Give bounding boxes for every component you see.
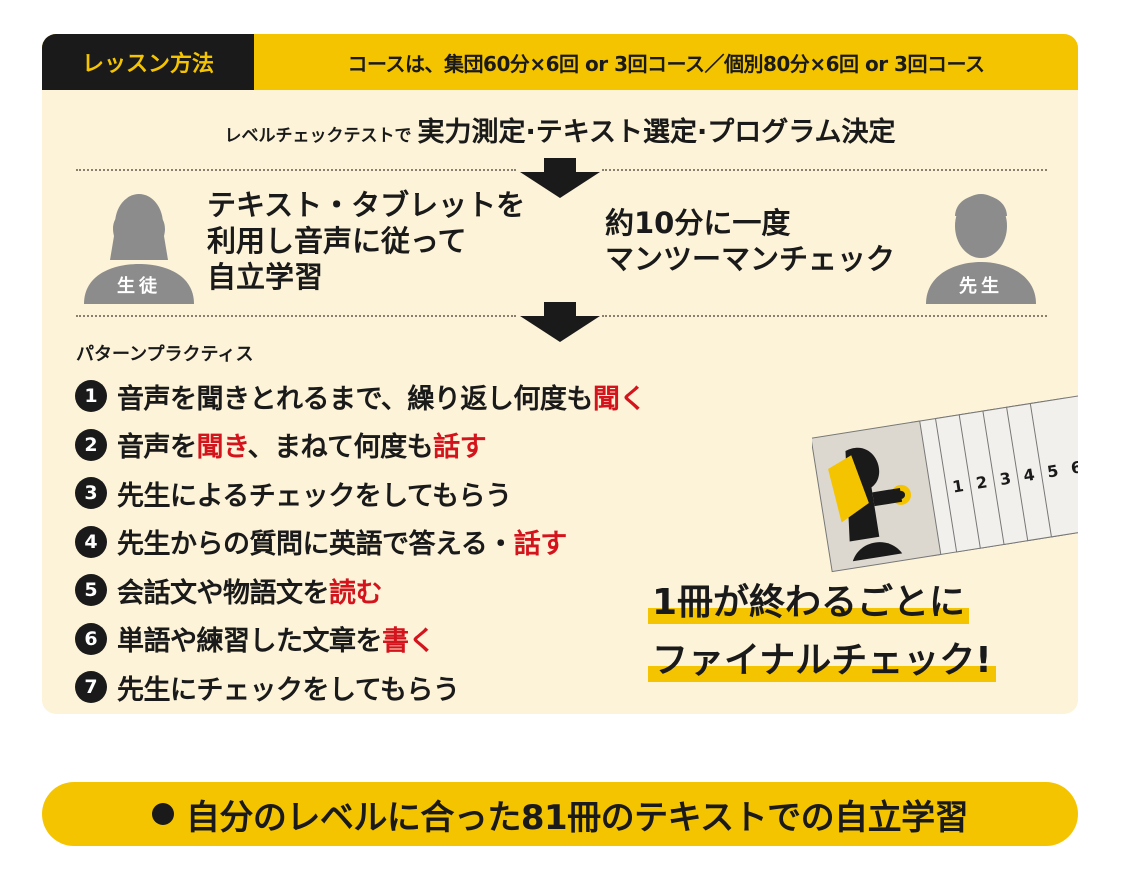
practice-text: 先生にチェックをしてもらう xyxy=(117,674,460,706)
practice-text: 会話文や物語文を xyxy=(117,577,330,609)
teacher-silhouette-icon xyxy=(926,194,1036,304)
student-avatar: 生徒 xyxy=(84,178,194,304)
header-label: レッスン方法 xyxy=(42,34,254,90)
bottom-banner-text: 自分のレベルに合った81冊のテキストでの自立学習 xyxy=(185,797,969,838)
practice-item: 6 単語や練習した文章を書く xyxy=(75,615,646,664)
practice-text: 単語や練習した文章を xyxy=(117,626,383,658)
bullet-dot-icon xyxy=(151,803,174,825)
practice-item: 4 先生からの質問に英語で答える・話す xyxy=(75,518,646,567)
step-number-badge: 4 xyxy=(75,525,107,558)
bottom-banner: 自分のレベルに合った81冊のテキストでの自立学習 xyxy=(42,782,1078,846)
practice-item: 3 先生によるチェックをしてもらう xyxy=(75,469,646,518)
book-number: 6 xyxy=(1069,457,1078,478)
final-check-line: 1冊が終わるごとに xyxy=(648,574,970,632)
practice-text: 、まねて何度も xyxy=(247,432,434,464)
teacher-description: 約10分に一度 マンツーマンチェック xyxy=(605,205,895,277)
dotted-divider xyxy=(602,315,1047,317)
student-line: テキスト・タブレットを xyxy=(207,188,526,222)
final-check-callout: 1冊が終わるごとに ファイナルチェック! xyxy=(648,574,1048,690)
practice-item: 1 音声を聞きとれるまで、繰り返し何度も聞く xyxy=(75,372,646,421)
practice-item: 5 会話文や物語文を読む xyxy=(75,566,646,615)
practice-text: 音声を聞きとれるまで、繰り返し何度も xyxy=(117,383,593,415)
step-number-badge: 3 xyxy=(75,477,107,510)
practice-highlight: 聞く xyxy=(592,383,647,415)
step-number-badge: 2 xyxy=(75,428,107,461)
textbook-stack-image: 1 2 3 4 5 6 xyxy=(812,394,1078,573)
final-check-line: ファイナルチェック! xyxy=(648,632,996,690)
step-number-badge: 1 xyxy=(75,380,107,413)
book-number: 1 xyxy=(951,476,965,497)
level-check-prefix: レベルチェックテストで xyxy=(224,126,412,146)
down-arrow-icon xyxy=(520,158,600,198)
student-line: 利用し音声に従って xyxy=(207,224,467,258)
step-number-badge: 7 xyxy=(75,671,107,704)
course-description: コースは、集団60分×6回 or 3回コース／個別80分×6回 or 3回コース xyxy=(347,51,985,76)
step-number-badge: 6 xyxy=(75,622,107,655)
practice-list: 1 音声を聞きとれるまで、繰り返し何度も聞く 2 音声を聞き、まねて何度も話す … xyxy=(75,372,646,712)
dotted-divider xyxy=(602,169,1047,171)
practice-highlight: 聞き xyxy=(196,432,249,464)
practice-text: 音声を xyxy=(117,432,197,464)
level-check-main: 実力測定·テキスト選定·プログラム決定 xyxy=(417,117,896,148)
teacher-avatar: 先生 xyxy=(926,178,1036,304)
dotted-divider xyxy=(76,315,516,317)
lesson-method-panel: レッスン方法 コースは、集団60分×6回 or 3回コース／個別80分×6回 o… xyxy=(42,34,1078,714)
down-arrow-icon xyxy=(520,302,600,342)
practice-highlight: 書く xyxy=(382,626,436,658)
pattern-practice-title: パターンプラクティス xyxy=(76,344,254,365)
book-number: 3 xyxy=(998,469,1012,490)
student-tag: 生徒 xyxy=(117,276,161,297)
level-check-line: レベルチェックテストで実力測定·テキスト選定·プログラム決定 xyxy=(42,110,1078,149)
book-number: 2 xyxy=(975,472,989,493)
teacher-line: マンツーマンチェック xyxy=(605,242,896,276)
practice-highlight: 話す xyxy=(433,432,487,464)
student-silhouette-icon xyxy=(84,194,194,304)
header-bar: レッスン方法 コースは、集団60分×6回 or 3回コース／個別80分×6回 o… xyxy=(42,34,1078,90)
dotted-divider xyxy=(76,169,516,171)
teacher-tag: 先生 xyxy=(959,276,1003,297)
book-number: 4 xyxy=(1022,465,1036,486)
practice-item: 2 音声を聞き、まねて何度も話す xyxy=(75,421,646,470)
book-number: 5 xyxy=(1046,461,1060,482)
step-number-badge: 5 xyxy=(75,574,107,607)
student-line: 自立学習 xyxy=(207,260,324,294)
practice-highlight: 読む xyxy=(329,577,383,609)
practice-text: 先生によるチェックをしてもらう xyxy=(117,480,512,512)
teacher-line: 約10分に一度 xyxy=(605,206,791,240)
student-description: テキスト・タブレットを 利用し音声に従って 自立学習 xyxy=(207,187,525,295)
practice-text: 先生からの質問に英語で答える・ xyxy=(117,529,514,561)
practice-item: 7 先生にチェックをしてもらう xyxy=(75,663,646,712)
practice-highlight: 話す xyxy=(513,529,568,561)
